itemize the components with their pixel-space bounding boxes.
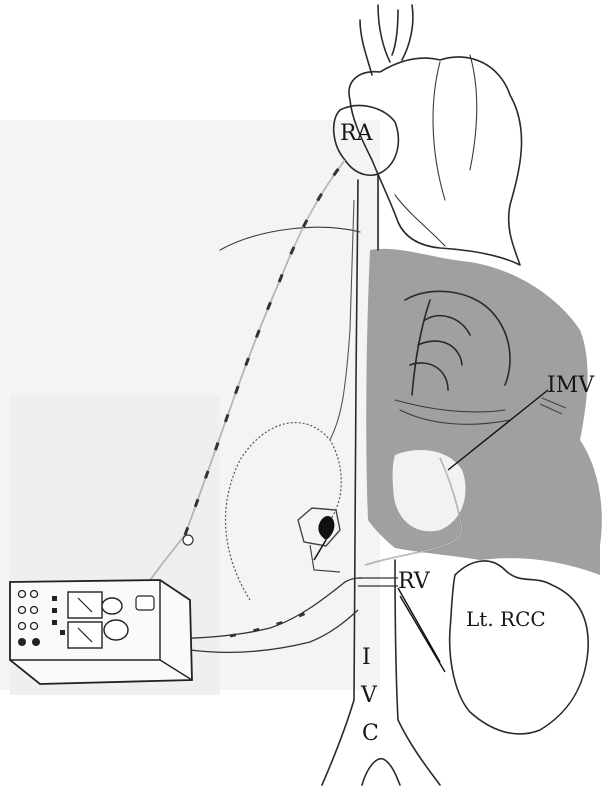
- kidney-light-patch: [393, 450, 466, 531]
- ivc-bifurcation: [362, 759, 400, 785]
- label-ivc-i: I: [362, 645, 371, 670]
- label-imv: IMV: [547, 373, 595, 398]
- catheter-connector: [183, 535, 193, 545]
- label-ivc-v: V: [360, 683, 378, 708]
- console-port-bottom: [104, 620, 128, 640]
- label-lt-rcc: Lt. RCC: [466, 607, 546, 631]
- rv-pointer-line-2: [400, 596, 445, 672]
- label-rv: RV: [398, 569, 431, 594]
- aorta-outline: [360, 5, 413, 75]
- label-ivc-c: C: [362, 721, 379, 746]
- control-console: [10, 580, 192, 684]
- label-ra: RA: [340, 121, 374, 146]
- left-kidney-outline: [450, 561, 589, 734]
- rv-pointer-line-1: [398, 588, 440, 662]
- console-button: [18, 638, 26, 646]
- heart-detail: [395, 55, 477, 246]
- console-port-top: [102, 598, 122, 614]
